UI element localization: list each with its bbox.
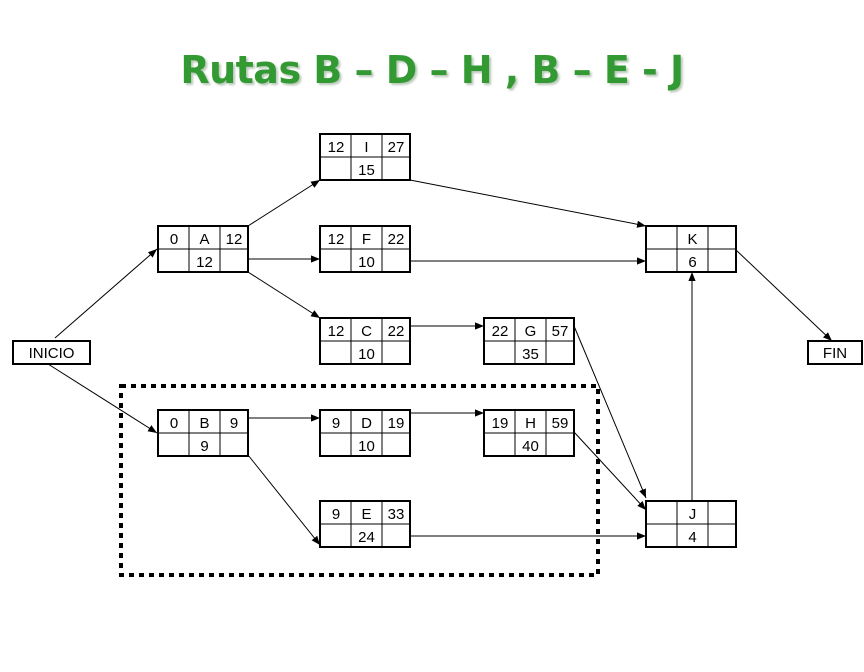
early-finish: 19 <box>388 415 405 432</box>
end-node: FIN <box>807 340 863 365</box>
page-title: Rutas B – D – H , B – E - J <box>180 48 684 92</box>
duration: 9 <box>200 438 208 455</box>
early-start: 9 <box>332 506 340 523</box>
duration: 4 <box>688 529 696 546</box>
activity-node-a: 0 A 12 12 <box>157 225 249 273</box>
early-finish: 9 <box>230 415 238 432</box>
activity-label: I <box>364 139 368 156</box>
early-start: 0 <box>170 415 178 432</box>
arrow-a-c <box>247 271 321 319</box>
activity-label: C <box>361 323 372 340</box>
early-finish: 12 <box>226 231 243 248</box>
activity-node-i: 12 I 27 15 <box>319 133 411 181</box>
duration: 40 <box>522 438 539 455</box>
activity-node-b: 0 B 9 9 <box>157 409 249 457</box>
activity-label: E <box>361 506 371 523</box>
arrow-i-k <box>409 179 647 228</box>
end-label: FIN <box>823 345 847 362</box>
duration: 35 <box>522 346 539 363</box>
activity-node-g: 22 G 57 35 <box>483 317 575 365</box>
activity-label: J <box>689 506 697 523</box>
activity-node-d: 9 D 19 10 <box>319 409 411 457</box>
early-finish: 27 <box>388 139 405 156</box>
early-start: 9 <box>332 415 340 432</box>
early-finish: 59 <box>552 415 569 432</box>
activity-label: F <box>362 231 371 248</box>
activity-label: D <box>361 415 372 432</box>
arrow-inicio-a <box>54 248 158 339</box>
early-finish: 57 <box>552 323 569 340</box>
activity-label: H <box>525 415 536 432</box>
arrow-k-fin <box>735 249 833 342</box>
duration: 10 <box>358 254 375 271</box>
early-finish: 33 <box>388 506 405 523</box>
activity-label: G <box>525 323 537 340</box>
early-start: 19 <box>492 415 509 432</box>
arrow-b-e <box>247 454 321 546</box>
arrow-g-j <box>573 325 647 499</box>
start-label: INICIO <box>29 345 75 362</box>
duration: 10 <box>358 346 375 363</box>
start-node: INICIO <box>12 340 91 365</box>
arrow-inicio-b <box>47 363 158 434</box>
early-finish: 22 <box>388 231 405 248</box>
duration: 15 <box>358 162 375 179</box>
activity-label: B <box>199 415 209 432</box>
activity-node-f: 12 F 22 10 <box>319 225 411 273</box>
duration: 24 <box>358 529 375 546</box>
activity-node-k: K6 <box>645 225 737 273</box>
activity-node-e: 9 E 33 24 <box>319 500 411 548</box>
arrow-h-j <box>573 431 647 511</box>
duration: 12 <box>196 254 213 271</box>
duration: 6 <box>688 254 696 271</box>
critical-path-highlight-box <box>119 384 600 577</box>
early-start: 22 <box>492 323 509 340</box>
activity-label: K <box>687 231 697 248</box>
early-start: 0 <box>170 231 178 248</box>
early-start: 12 <box>328 139 345 156</box>
activity-label: A <box>199 231 209 248</box>
early-start: 12 <box>328 323 345 340</box>
duration: 10 <box>358 438 375 455</box>
activity-node-j: J4 <box>645 500 737 548</box>
activity-node-h: 19 H 59 40 <box>483 409 575 457</box>
early-finish: 22 <box>388 323 405 340</box>
early-start: 12 <box>328 231 345 248</box>
activity-node-c: 12 C 22 10 <box>319 317 411 365</box>
arrow-a-i <box>247 179 321 227</box>
